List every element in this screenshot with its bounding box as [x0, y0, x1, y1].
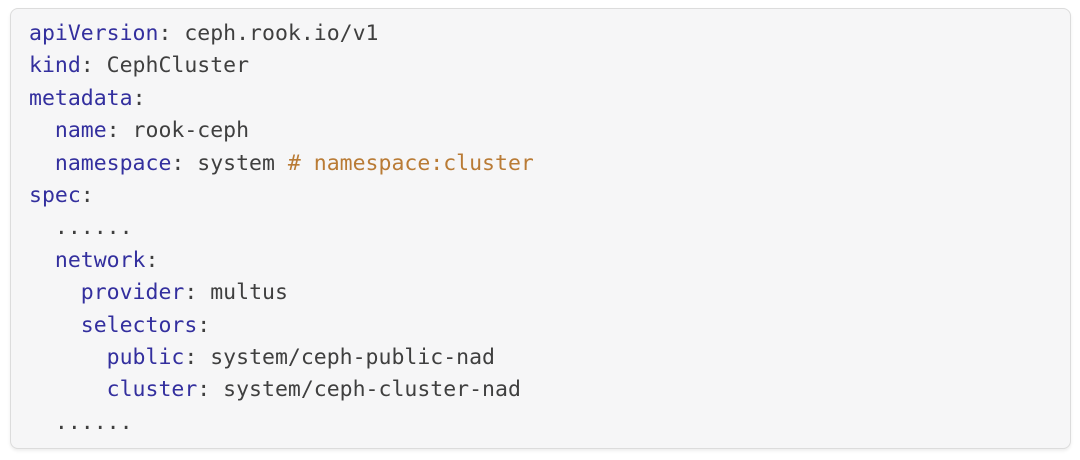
code-token-key: network: [54, 247, 146, 273]
code-token-plain: [29, 151, 55, 176]
code-line: spec:: [29, 180, 1052, 212]
code-token-key: spec: [29, 183, 81, 209]
code-line: public: system/ceph-public-nad: [29, 342, 1052, 374]
code-line: kind: CephCluster: [29, 50, 1052, 82]
code-token-plain: :: [80, 183, 94, 209]
code-token-key: provider: [80, 280, 185, 306]
code-token-plain: :: [145, 247, 159, 273]
code-token-key: selectors: [80, 312, 198, 338]
code-token-plain: : CephCluster: [80, 53, 250, 79]
code-line: apiVersion: ceph.rook.io/v1: [29, 18, 1052, 50]
code-token-plain: : system: [171, 150, 288, 176]
code-token-plain: ......: [29, 409, 133, 435]
code-line: network:: [29, 245, 1052, 277]
code-token-key: name: [54, 118, 107, 144]
code-token-plain: :: [132, 85, 146, 111]
code-token-plain: ......: [29, 215, 133, 241]
code-token-plain: : multus: [184, 280, 288, 306]
code-token-plain: [29, 377, 107, 402]
code-token-plain: :: [197, 312, 211, 338]
code-token-key: metadata: [29, 85, 133, 111]
code-token-plain: [29, 280, 81, 305]
code-line: ......: [29, 407, 1052, 439]
code-token-key: cluster: [106, 377, 198, 403]
code-line: cluster: system/ceph-cluster-nad: [29, 374, 1052, 406]
code-line: provider: multus: [29, 277, 1052, 309]
code-token-key: apiVersion: [29, 21, 159, 46]
code-token-plain: [29, 313, 81, 338]
code-token-comment: # namespace:cluster: [287, 150, 534, 176]
code-token-plain: : ceph.rook.io/v1: [158, 21, 379, 46]
code-token-plain: : rook-ceph: [106, 118, 250, 144]
code-line: name: rook-ceph: [29, 115, 1052, 147]
code-token-key: namespace: [54, 150, 172, 176]
code-token-key: kind: [29, 53, 81, 79]
code-line: ......: [29, 212, 1052, 244]
code-token-key: public: [106, 345, 185, 371]
code-line: metadata:: [29, 83, 1052, 115]
code-line: selectors:: [29, 310, 1052, 342]
code-token-plain: : system/ceph-public-nad: [184, 345, 496, 371]
code-line: namespace: system # namespace:cluster: [29, 148, 1052, 180]
code-token-plain: [29, 345, 107, 370]
code-token-plain: [29, 248, 55, 273]
code-token-plain: : system/ceph-cluster-nad: [197, 377, 521, 403]
code-token-plain: [29, 118, 55, 143]
